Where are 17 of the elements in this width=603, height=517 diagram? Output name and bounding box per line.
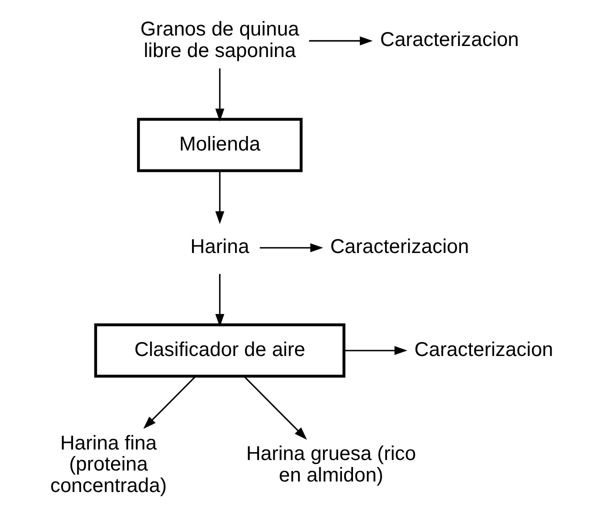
node-text: Caracterizacion xyxy=(330,236,469,258)
arrow xyxy=(143,376,196,429)
node-text: Harina fina (proteina concentrada) xyxy=(50,432,167,498)
arrow xyxy=(309,36,373,46)
arrow xyxy=(215,171,224,224)
arrow xyxy=(243,376,307,440)
arrow xyxy=(215,274,224,327)
node-text: Harina xyxy=(190,236,250,258)
arrow xyxy=(260,243,324,252)
arrow xyxy=(215,68,224,122)
node-box: Molienda xyxy=(137,118,303,172)
node-text: Caracterizacion xyxy=(380,29,519,52)
node-box: Clasificador de aire xyxy=(94,323,346,378)
node-text: Caracterizacion xyxy=(414,338,554,361)
node-text: Harina gruesa (rico en almidon) xyxy=(246,443,416,486)
node-text: Granos de quinua libre de saponina xyxy=(140,18,300,62)
arrow xyxy=(344,346,408,356)
